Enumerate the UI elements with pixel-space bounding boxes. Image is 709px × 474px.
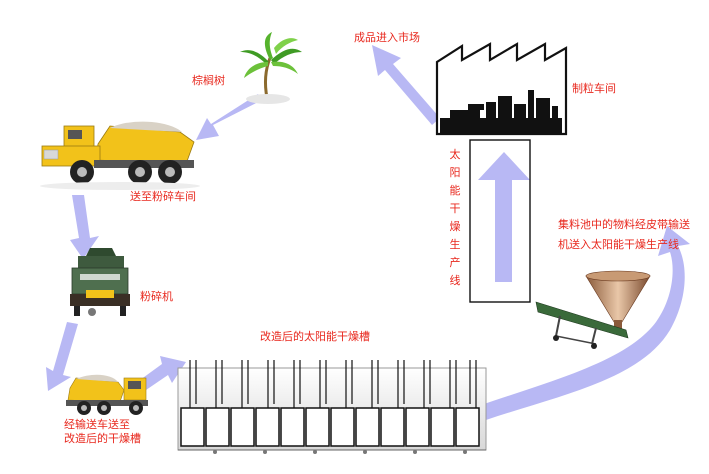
- label-finished-to-market: 成品进入市场: [354, 31, 420, 44]
- drying-line-box: [469, 139, 531, 303]
- dump-truck-icon: [40, 121, 200, 190]
- label-palm-tree: 棕榈树: [192, 74, 225, 87]
- arrow-trough-to-conveyor: [484, 226, 690, 420]
- arrow-palm-to-truck: [196, 94, 262, 140]
- label-collection-tank-line2: 机送入太阳能干燥生产线: [558, 238, 679, 251]
- arrow-truck-to-crusher: [70, 195, 99, 259]
- label-solar-drying-line: 太阳能干燥生产线: [449, 148, 461, 287]
- factory-icon: [435, 42, 568, 136]
- arrow-crusher-to-small-truck: [46, 322, 78, 391]
- arrow-drying-line-up: [478, 152, 530, 282]
- label-collection-tank-line1: 集料池中的物料经皮带输送: [558, 218, 690, 231]
- label-modified-trough-title: 改造后的太阳能干燥槽: [260, 330, 370, 343]
- hopper-icon: [585, 270, 651, 330]
- arrow-factory-to-market: [372, 45, 440, 125]
- label-crusher: 粉碎机: [140, 290, 173, 303]
- trough-frame-posts: [189, 360, 477, 408]
- small-dump-truck-icon: [66, 374, 148, 415]
- label-granulation-workshop: 制粒车间: [572, 82, 616, 95]
- label-transport-truck-line2: 改造后的干燥槽: [64, 432, 141, 445]
- crusher-machine-icon: [70, 248, 130, 316]
- flow-arrows: [46, 45, 690, 420]
- solar-drying-trough: [177, 360, 487, 454]
- belt-conveyor-icon: [535, 301, 629, 349]
- label-transport-truck-line1: 经输送车送至: [64, 418, 130, 431]
- arrow-truck-to-trough: [140, 356, 186, 390]
- label-to-crushing-workshop: 送至粉碎车间: [130, 190, 196, 203]
- palm-tree-icon: [240, 32, 302, 104]
- trough-cells: [180, 407, 480, 447]
